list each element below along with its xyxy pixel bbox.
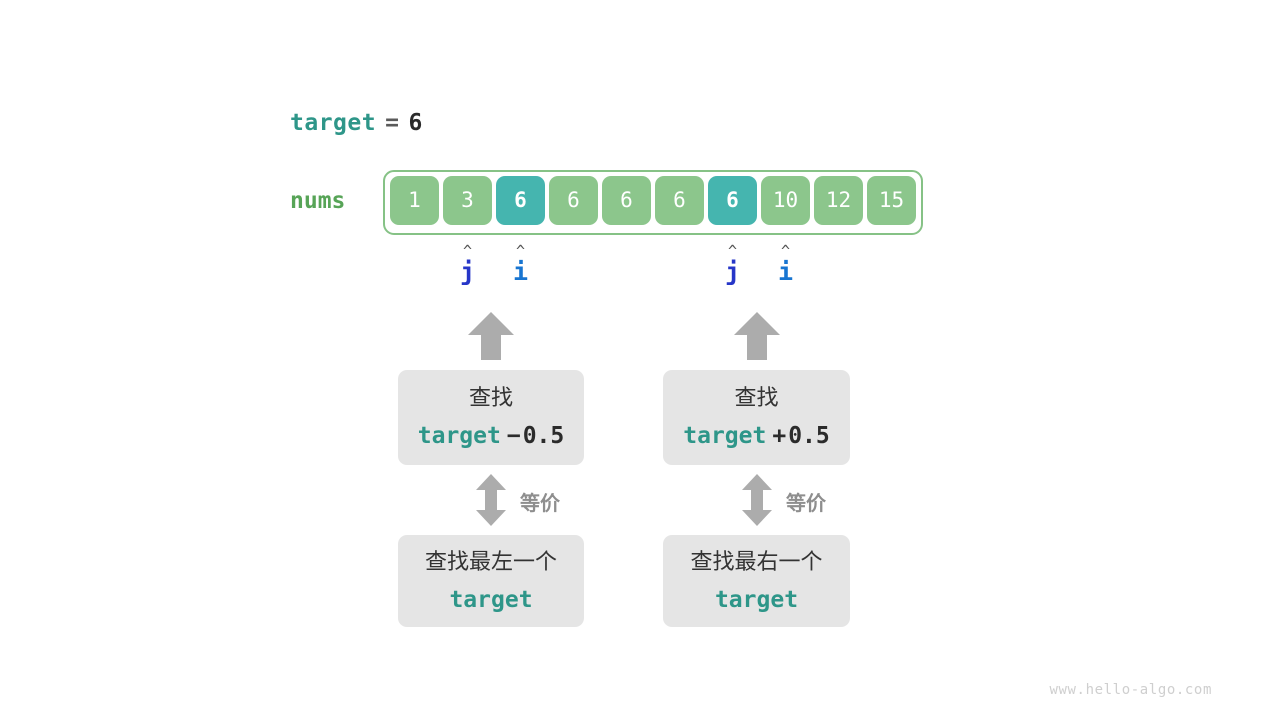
pointer-caret-icon: ^	[515, 242, 526, 260]
result-box-left-title: 查找最左一个	[424, 549, 557, 575]
array-cell-3: 6	[549, 176, 598, 225]
equals-sign: =	[385, 110, 400, 136]
array-cell-7: 10	[761, 176, 810, 225]
search-box-right-title: 查找	[734, 386, 779, 411]
pointer-caret-icon: ^	[780, 242, 791, 260]
watermark: www.hello-algo.com	[1049, 682, 1212, 698]
target-keyword: target	[290, 110, 377, 136]
array-cell-2: 6	[496, 176, 545, 225]
array-cell-0: 1	[390, 176, 439, 225]
result-box-left-expression: target	[449, 585, 532, 615]
result-box-right-title: 查找最右一个	[690, 549, 823, 575]
array-cell-6: 6	[708, 176, 757, 225]
array-cell-4: 6	[602, 176, 651, 225]
arrow-up-icon-right	[734, 312, 780, 360]
pointer-i-right: ^i	[761, 244, 810, 286]
arrow-up-icon-left	[468, 312, 514, 360]
nums-label: nums	[290, 188, 346, 214]
search-box-left-number: 0.5	[522, 423, 565, 449]
array-cell-9: 15	[867, 176, 916, 225]
pointer-i-left: ^i	[496, 244, 545, 286]
array-cell-1: 3	[443, 176, 492, 225]
array-cell-5: 6	[655, 176, 704, 225]
search-box-right-expression: target+0.5	[683, 421, 830, 451]
result-box-left-keyword: target	[449, 586, 533, 613]
search-box-right-keyword: target	[683, 423, 767, 449]
search-box-right-operator: +	[772, 423, 787, 449]
target-declaration: target = 6	[290, 110, 423, 136]
search-box-left: 查找 target−0.5	[398, 370, 584, 465]
result-box-right-keyword: target	[714, 586, 799, 613]
equiv-label-left: 等价	[520, 491, 560, 515]
pointer-label: j	[459, 257, 476, 286]
pointer-caret-icon: ^	[462, 242, 473, 260]
pointer-j-left: ^j	[443, 244, 492, 286]
result-box-right-expression: target	[715, 585, 798, 615]
arrow-updown-icon-left	[476, 474, 506, 526]
search-box-right-number: 0.5	[788, 423, 830, 449]
search-box-right: 查找 target+0.5	[663, 370, 850, 465]
target-value: 6	[408, 110, 423, 136]
array-cell-8: 12	[814, 176, 863, 225]
search-box-left-title: 查找	[468, 386, 513, 411]
search-box-left-keyword: target	[417, 423, 501, 449]
pointer-caret-icon: ^	[727, 242, 738, 260]
pointer-j-right: ^j	[708, 244, 757, 286]
pointer-label: i	[777, 257, 794, 286]
pointer-label: i	[512, 257, 529, 286]
search-box-left-expression: target−0.5	[418, 421, 565, 451]
arrow-updown-icon-right	[742, 474, 772, 526]
result-box-right: 查找最右一个 target	[663, 535, 850, 627]
equiv-label-right: 等价	[786, 491, 826, 515]
result-box-left: 查找最左一个 target	[398, 535, 584, 627]
pointer-label: j	[724, 257, 741, 286]
search-box-left-operator: −	[506, 423, 521, 449]
